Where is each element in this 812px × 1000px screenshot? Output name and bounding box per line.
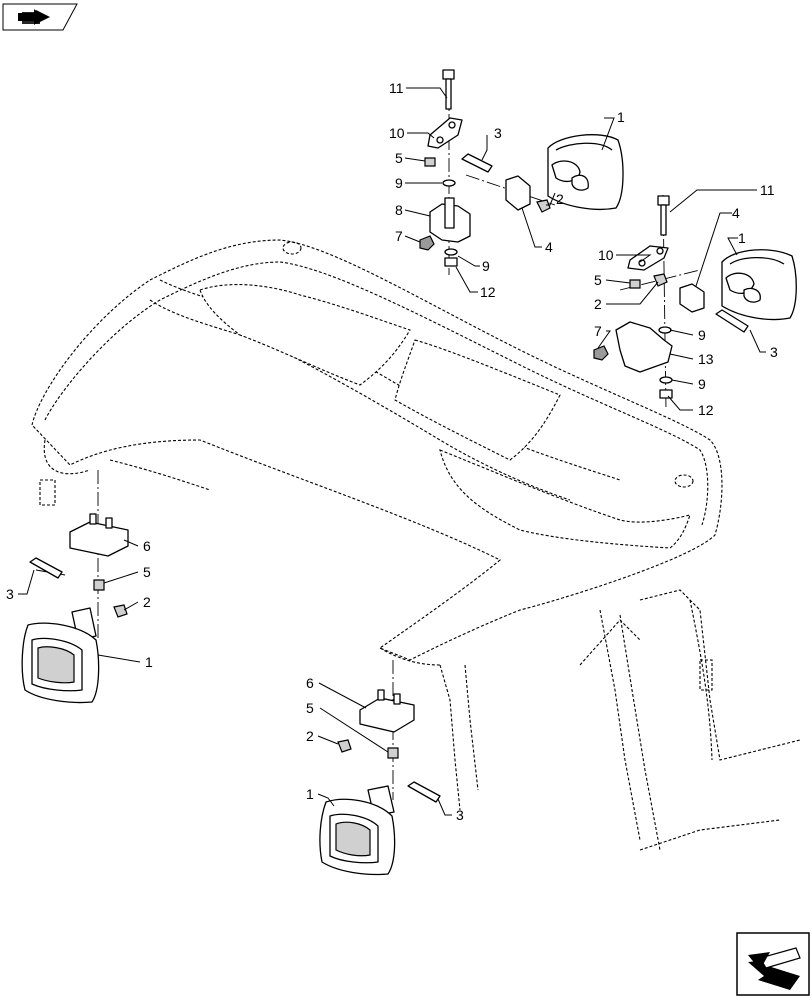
callout-labels: 11 10 5 9 8 7 9 12 3 2 4 1 11 4 1 10 5 2… [6, 80, 778, 823]
callout-2: 2 [306, 728, 314, 744]
screw-5 [629, 279, 641, 289]
callout-9: 9 [395, 175, 403, 191]
work-lamp-1 [547, 134, 624, 211]
callout-3: 3 [456, 807, 464, 823]
nut-2 [337, 739, 352, 753]
callout-12: 12 [698, 402, 714, 418]
cab-roof [31, 239, 723, 666]
washer-9 [442, 179, 456, 187]
nut-12 [659, 389, 673, 399]
callout-6: 6 [306, 675, 314, 691]
nut-12 [444, 257, 458, 267]
callout-11: 11 [760, 182, 775, 198]
callout-1: 1 [617, 109, 625, 125]
callout-9: 9 [698, 376, 706, 392]
callout-13: 13 [698, 351, 714, 367]
nut-7 [593, 345, 609, 361]
screw-5 [387, 747, 399, 759]
bolt-11 [657, 195, 670, 236]
next-page-arrow-icon[interactable] [736, 932, 810, 996]
bolt-11 [442, 69, 455, 110]
book-arrow-icon[interactable] [2, 3, 78, 31]
callout-5: 5 [143, 564, 151, 580]
work-lamp-1 [21, 607, 100, 704]
callout-5: 5 [306, 700, 314, 716]
callout-7: 7 [594, 323, 602, 339]
callout-5: 5 [395, 150, 403, 166]
plate-10 [427, 117, 463, 149]
bolt-3 [29, 557, 63, 579]
callout-3: 3 [770, 344, 778, 360]
callout-1: 1 [145, 654, 153, 670]
washer-9 [658, 326, 672, 334]
callout-2: 2 [556, 191, 564, 207]
callout-11: 11 [389, 80, 404, 96]
callout-7: 7 [395, 228, 403, 244]
callout-2: 2 [143, 594, 151, 610]
bolt-3 [461, 153, 493, 173]
lower-middle-light-assembly [319, 689, 441, 876]
work-lamp-1 [319, 785, 396, 876]
callout-10: 10 [598, 247, 614, 263]
bracket-6 [69, 521, 129, 557]
screw-5 [93, 579, 105, 591]
callout-5: 5 [594, 272, 602, 288]
upper-right-light-assembly [593, 195, 797, 399]
callout-4: 4 [545, 239, 553, 255]
work-lamp-1 [721, 249, 797, 321]
callout-3: 3 [494, 125, 502, 141]
bracket-4 [505, 175, 531, 211]
callout-8: 8 [395, 202, 403, 218]
bracket-6 [359, 697, 415, 733]
callout-2: 2 [594, 296, 602, 312]
callout-1: 1 [738, 230, 746, 246]
lower-left-light-assembly [21, 513, 129, 704]
screw-5 [424, 157, 436, 167]
callout-10: 10 [389, 125, 405, 141]
callout-4: 4 [732, 205, 740, 221]
leader-lines [18, 87, 766, 816]
bolt-3 [407, 781, 441, 803]
bracket-4 [679, 283, 705, 313]
nut-2 [113, 604, 128, 618]
bolt-3 [715, 309, 749, 333]
nut-7 [419, 235, 435, 251]
callout-9: 9 [482, 258, 490, 274]
callout-6: 6 [143, 538, 151, 554]
callout-1: 1 [306, 786, 314, 802]
callout-3: 3 [6, 586, 14, 602]
callout-9: 9 [698, 327, 706, 343]
upper-left-light-assembly [419, 69, 624, 267]
callout-12: 12 [480, 284, 496, 300]
nut-2 [536, 199, 551, 213]
cab-pillar [39, 479, 801, 851]
